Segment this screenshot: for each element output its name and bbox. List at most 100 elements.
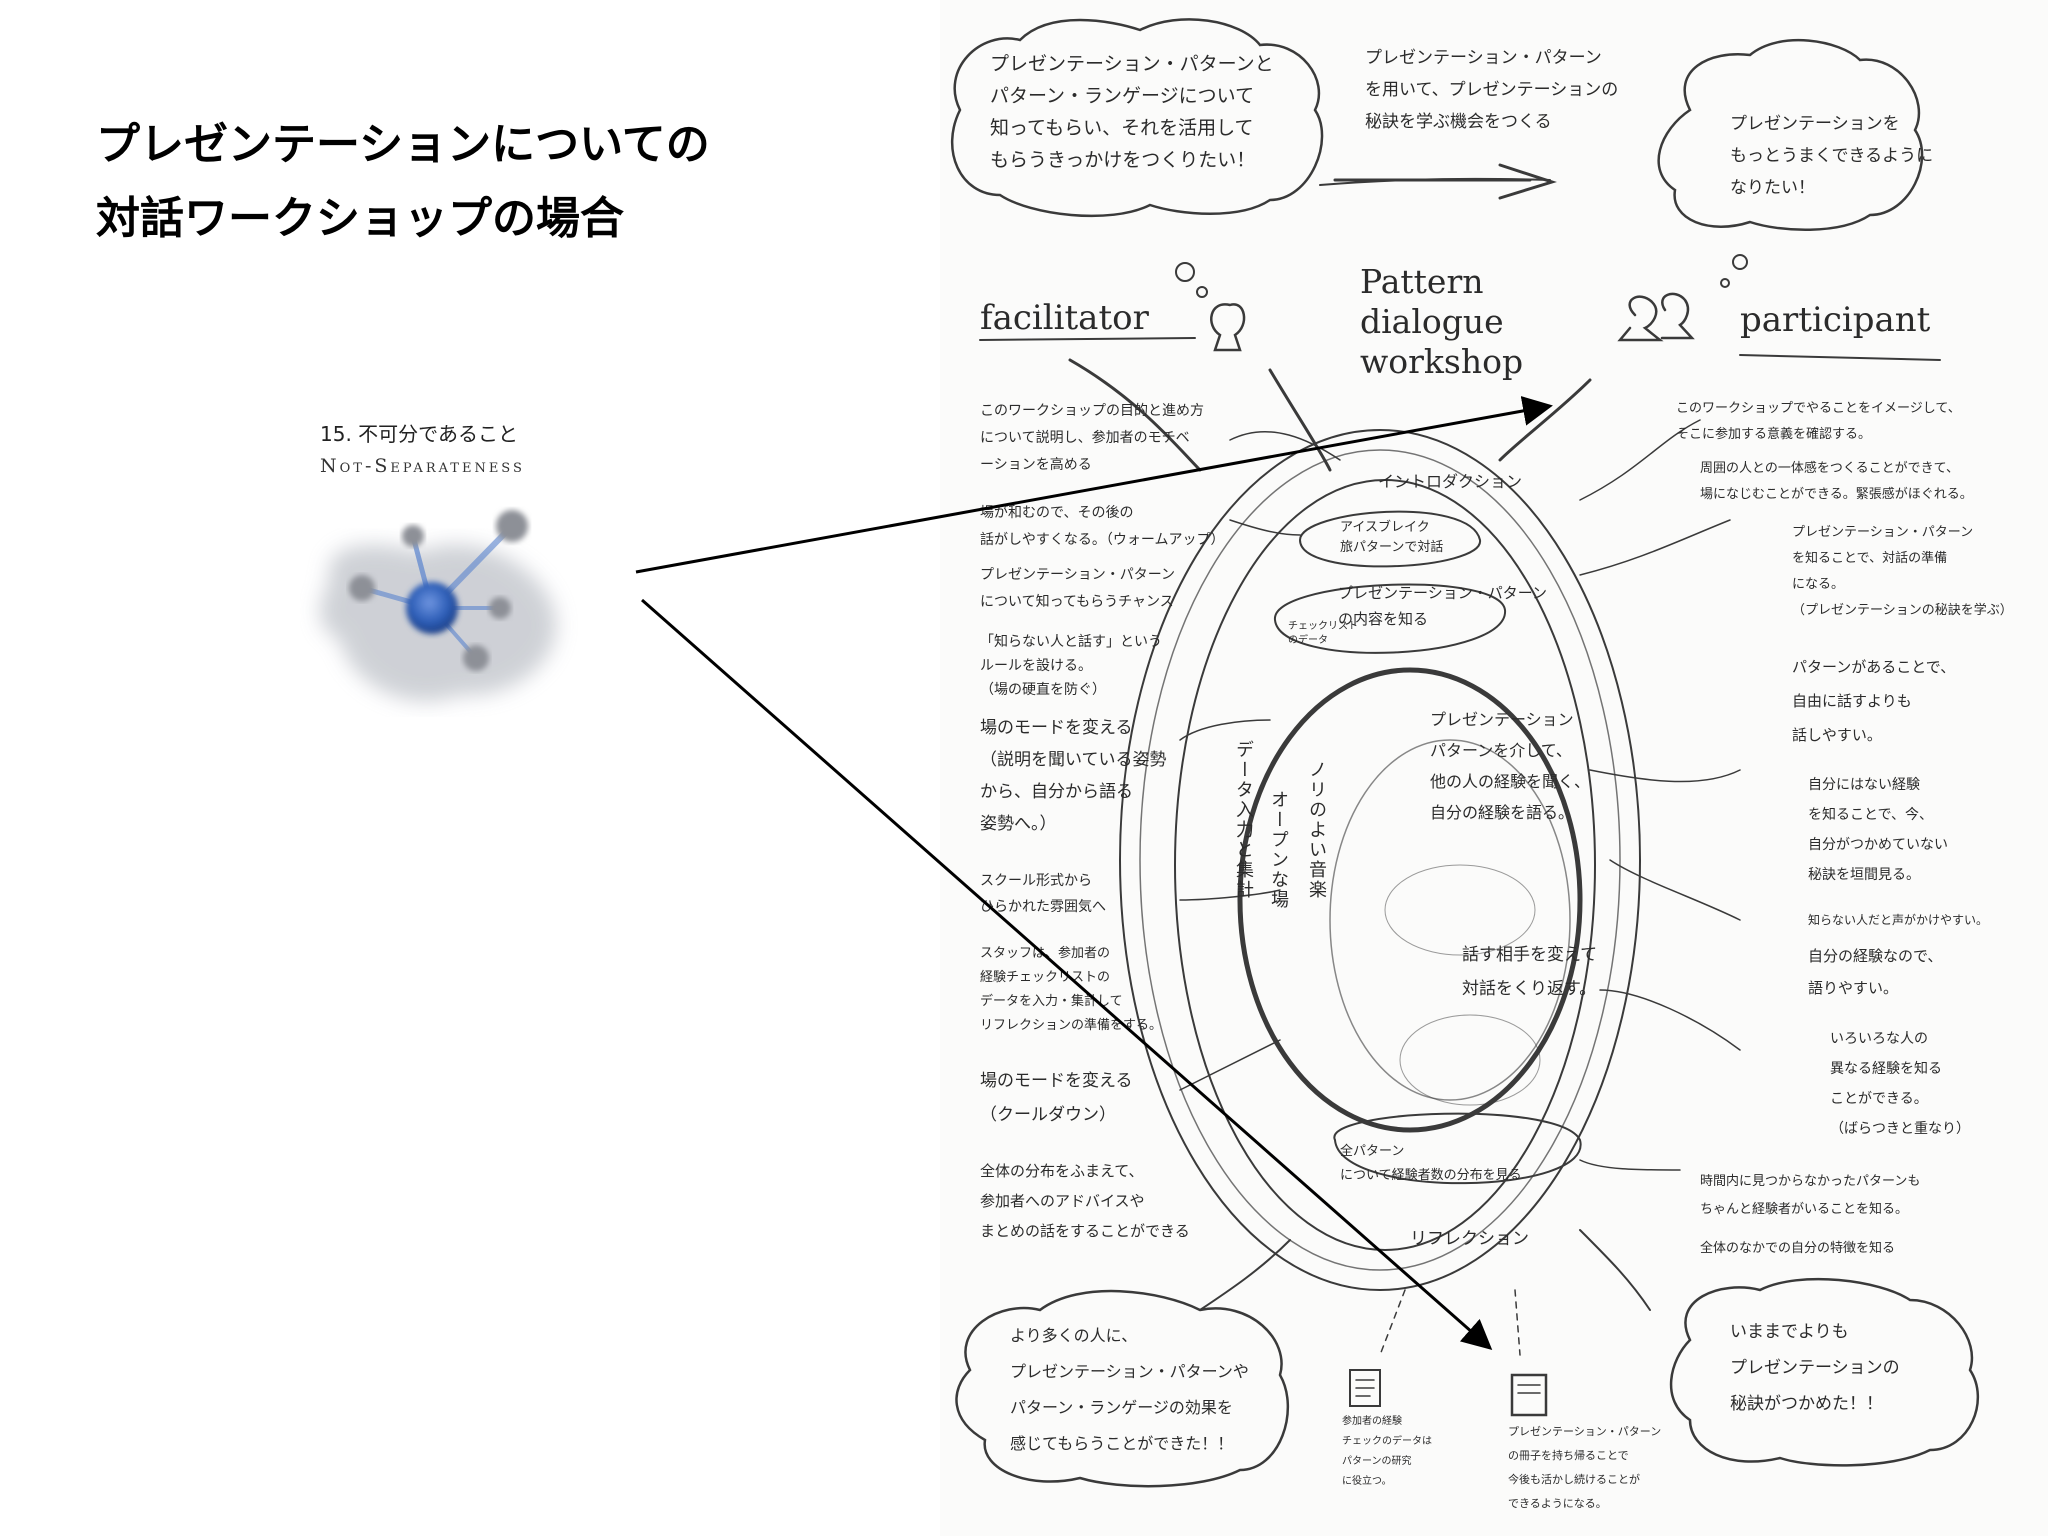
note-line: 自由に話すよりも [1792,692,1912,710]
note-line: を知ることで、対話の準備 [1792,551,1948,566]
cloud-line: パターン・ランゲージの効果を [1010,1398,1233,1417]
stage-repeat: 話す相手を変えて 対話をくり返す。 [1462,938,1597,1006]
left-note-3: プレゼンテーション・パターン について知ってもらうチャンス [980,562,1175,616]
facilitator-label: facilitator [980,298,1149,338]
cloud-line: 秘訣がつかめた！！ [1730,1394,1883,1414]
caption-line: の冊子を持ち帰ることで [1508,1449,1629,1462]
note-line: 経験チェックリストの [980,970,1111,985]
doc-left-caption: 参加者の経験 チェックのデータは パターンの研究 に役立つ。 [1342,1412,1432,1492]
right-note-3: プレゼンテーション・パターン を知ることで、対話の準備 になる。 （プレゼンテー… [1792,520,2013,624]
left-note-1: このワークショップの目的と進め方 について説明し、参加者のモチベ ーションを高め… [980,398,1204,479]
note-line: （ばらつきと重なり） [1830,1121,1970,1137]
stage-good-music: ノリのよい音楽 [1306,760,1327,900]
note-line: まとめの話をすることができる [980,1222,1190,1240]
workshop-title-line: dialogue [1360,302,1504,341]
cloud-line: プレゼンテーションの [1730,1358,1900,1378]
right-note-1: このワークショップでやることをイメージして、 そこに参加する意義を確認する。 [1676,396,1961,448]
note-line: ちゃんと経験者がいることを知る。 [1700,1202,1909,1217]
right-note-4: パターンがあることで、 自由に話すよりも 話しやすい。 [1792,650,1955,752]
caption-line: 今後も活かし続けることが [1508,1473,1640,1486]
note-line: 場になじむことができる。緊張感がほぐれる。 [1700,487,1973,502]
cloud-top-right-line: なりたい！ [1730,178,1815,198]
left-note-5: 場のモードを変える （説明を聞いている姿勢 から、自分から語る 姿勢へ。） [980,712,1167,840]
right-note-9: 時間内に見つからなかったパターンも ちゃんと経験者がいることを知る。 [1700,1168,1920,1224]
note-line: ひらかれた雰囲気へ [980,899,1106,915]
note-line: 参加者へのアドバイスや [980,1192,1145,1210]
note-line: 場のモードを変える [980,718,1133,738]
stage-line: 旅パターンで対話 [1340,540,1444,555]
note-line: 姿勢へ。） [980,814,1057,834]
cloud-top-left-line: パターン・ランゲージについて [990,85,1255,107]
stage-line: 話す相手を変えて [1462,945,1598,965]
left-note-7: スタッフは、参加者の 経験チェックリストの データを入力・集計して リフレクショ… [980,942,1162,1038]
doc-right-caption: プレゼンテーション・パターン の冊子を持ち帰ることで 今後も活かし続けることが … [1508,1420,1661,1516]
arrow-text: プレゼンテーション・パターン を用いて、プレゼンテーションの 秘訣を学ぶ機会をつ… [1365,42,1618,138]
note-line: 全体のなかでの自分の特徴を知る [1700,1241,1896,1256]
note-line: 自分がつかめていない [1808,837,1948,853]
caption-line: できるようになる。 [1508,1497,1607,1510]
cloud-line: いままでよりも [1730,1322,1849,1342]
cloud-top-left-line: 知ってもらい、それを活用して [990,117,1254,139]
workshop-sketch: プレゼンテーション・パターンと パターン・ランゲージについて 知ってもらい、それ… [940,0,2048,1536]
caption-line: に役立つ。 [1342,1476,1392,1487]
note-line: について説明し、参加者のモチベ [980,430,1190,446]
stage-line: アイスブレイク [1340,520,1430,535]
cloud-line: より多くの人に、 [1010,1326,1138,1345]
note-line: データを入力・集計して [980,994,1123,1009]
stage-line: パターンを介して、 [1430,741,1572,760]
note-line: リフレクションの準備をする。 [980,1018,1163,1033]
note-line: から、自分から語る [980,782,1133,802]
stage-line: プレゼンテーション・パターン [1338,584,1547,602]
stage-line: 対話をくり返す。 [1462,979,1597,999]
slide-title: プレゼンテーションについての 対話ワークショップの場合 [96,108,856,256]
note-line: 語りやすい。 [1808,979,1899,997]
cloud-top-right-line: プレゼンテーションを [1730,114,1900,134]
right-note-8: いろいろな人の 異なる経験を知る ことができる。 （ばらつきと重なり） [1830,1024,1970,1144]
cloud-line: 感じてもらうことができた！！ [1010,1434,1234,1453]
note-line: （クールダウン） [980,1105,1116,1125]
stage-data-entry: データ入力と集計 [1233,740,1254,900]
note-line: このワークショップの目的と進め方 [980,403,1204,419]
right-note-2: 周囲の人との一体感をつくることができて、 場になじむことができる。緊張感がほぐれ… [1700,456,1973,508]
right-note-6: 知らない人だと声がかけやすい。 [1808,908,1988,932]
note-line: 周囲の人との一体感をつくることができて、 [1700,461,1959,476]
stage-line: の内容を知る [1338,610,1429,628]
cloud-line: プレゼンテーション・パターンや [1010,1362,1249,1381]
workshop-title-line: Pattern [1360,262,1484,301]
stage-line: チェックリスト [1288,621,1358,632]
left-note-6: スクール形式から ひらかれた雰囲気へ [980,868,1106,920]
note-line: 全体の分布をふまえて、 [980,1162,1144,1180]
left-note-9: 全体の分布をふまえて、 参加者へのアドバイスや まとめの話をすることができる [980,1156,1190,1246]
note-line: 場のモードを変える [980,1071,1133,1091]
note-line: ルールを設ける。 [980,658,1092,674]
cloud-top-left-line: プレゼンテーション・パターンと [990,53,1274,75]
right-note-5: 自分にはない経験 を知ることで、今、 自分がつかめていない 秘訣を垣間見る。 [1808,770,1948,890]
left-note-4: 「知らない人と話す」という ルールを設ける。 （場の硬直を防ぐ） [980,630,1162,702]
note-line: 知らない人だと声がかけやすい。 [1808,913,1989,927]
slide-title-line-1: プレゼンテーションについての [96,119,710,170]
note-line: スクール形式から [980,873,1092,889]
pattern-number-title: 15. 不可分であること [320,422,518,446]
workshop-title: Pattern dialogue workshop [1360,262,1523,382]
note-line: 「知らない人と話す」という [980,634,1162,650]
arrow-text-line: プレゼンテーション・パターン [1365,48,1602,68]
stage-line: 自分の経験を語る。 [1430,803,1575,822]
left-note-2: 場が和むので、その後の 話がしやすくなる。（ウォームアップ） [980,500,1224,554]
note-line: 異なる経験を知る [1830,1061,1942,1077]
stage-distribution: 全パターン について経験者数の分布を見る [1340,1140,1522,1188]
stage-icebreak: アイスブレイク 旅パターンで対話 [1340,518,1443,558]
note-line: （プレゼンテーションの秘訣を学ぶ） [1792,603,2013,618]
stage-dialogue: プレゼンテーション パターンを介して、 他の人の経験を聞く、 自分の経験を語る。 [1430,704,1590,828]
cloud-bottom-right-text: いままでよりも プレゼンテーションの 秘訣がつかめた！！ [1730,1314,1900,1422]
right-note-10: 全体のなかでの自分の特徴を知る [1700,1236,1895,1262]
stage-open-space: オープンな場 [1268,790,1289,910]
note-line: パターンがあることで、 [1792,658,1956,676]
participant-label: participant [1740,300,1931,340]
stage-learn-patterns: プレゼンテーション・パターン の内容を知る [1338,580,1547,632]
note-line: 話がしやすくなる。（ウォームアップ） [980,532,1225,548]
stage-line: について経験者数の分布を見る [1340,1168,1522,1183]
caption-line: パターンの研究 [1342,1456,1412,1467]
caption-line: 参加者の経験 [1342,1416,1402,1427]
pattern-label: 15. 不可分であること Not-Separateness [320,418,640,477]
note-line: 自分の経験なので、 [1808,947,1943,965]
